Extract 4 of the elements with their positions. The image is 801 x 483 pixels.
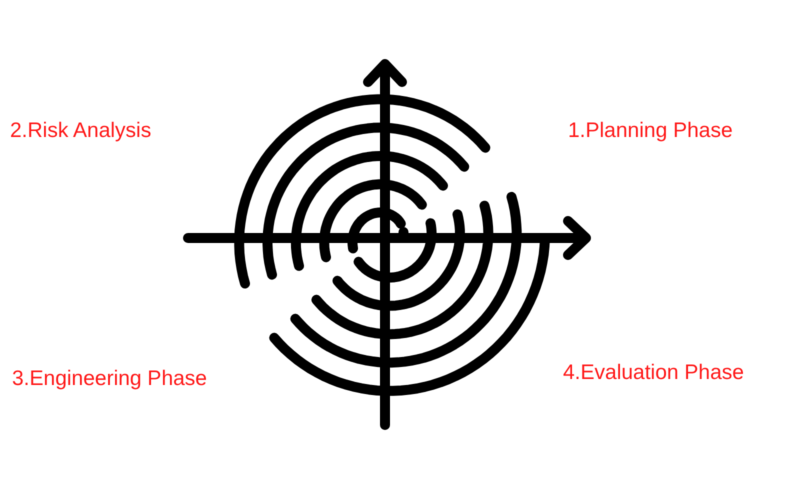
phase-label: 2.Risk Analysis [10,120,152,141]
phase-label: 3.Engineering Phase [12,368,207,389]
phase-label: 1.Planning Phase [568,120,733,141]
phase-label: 4.Evaluation Phase [563,362,744,383]
